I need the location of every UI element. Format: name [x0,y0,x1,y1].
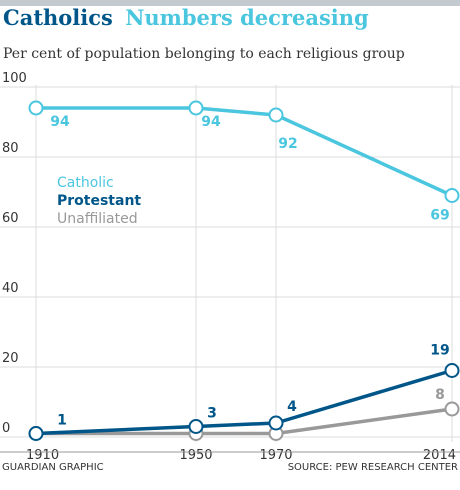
x-tick-label: 1970 [259,448,292,463]
series-line-catholic [36,106,453,198]
title-bold-part: Catholics [3,5,113,30]
y-tick-label: 80 [2,141,19,156]
data-label-protestant: 1 [57,413,67,429]
x-tick-label: 1950 [179,448,212,463]
x-tick-label: 2014 [423,448,456,463]
data-point-protestant [444,363,460,378]
data-point-catholic [28,100,44,116]
chart-subtitle: Per cent of population belonging to each… [3,46,405,62]
footer-source: SOURCE: PEW RESEARCH CENTER [288,462,458,473]
data-point-catholic [268,107,284,123]
x-axis-ticks: 1910 1950 1970 2014 [26,448,456,463]
data-point-protestant [28,426,44,441]
data-label-protestant: 4 [287,399,297,415]
series-lines: 94 94 92 69 1 3 4 19 8 [28,100,460,441]
y-tick-label: 40 [2,281,19,296]
data-label-protestant: 3 [207,406,217,422]
legend-item-protestant: Protestant [57,193,141,209]
data-label-protestant: 19 [430,343,449,359]
legend-item-catholic: Catholic [57,175,114,191]
top-accent-bar [0,0,460,6]
y-tick-label: 20 [2,351,19,366]
x-tick-label: 1910 [26,448,59,463]
data-label-catholic: 92 [278,136,297,152]
series-line-protestant [35,368,453,436]
footer-credit: GUARDIAN GRAPHIC [2,462,104,473]
data-point-unaffiliated [444,401,460,417]
series-line-unaffiliated [36,407,453,436]
data-label-unaffiliated: 8 [435,387,445,403]
y-tick-label: 60 [2,211,19,226]
data-point-protestant [268,415,284,431]
gridlines [0,85,460,442]
data-label-catholic: 94 [201,114,221,130]
data-point-protestant [188,419,204,434]
chart-title: Catholics Numbers decreasing [3,5,369,30]
data-point-catholic [188,100,204,116]
title-accent-part: Numbers decreasing [125,5,369,30]
legend-item-unaffiliated: Unaffiliated [57,211,138,227]
data-label-catholic: 94 [50,114,70,130]
data-point-catholic [444,188,460,203]
y-tick-label: 100 [2,71,27,86]
data-label-catholic: 69 [430,208,449,224]
y-axis-ticks: 0 20 40 60 80 100 [2,71,27,436]
y-tick-label: 0 [2,421,10,436]
